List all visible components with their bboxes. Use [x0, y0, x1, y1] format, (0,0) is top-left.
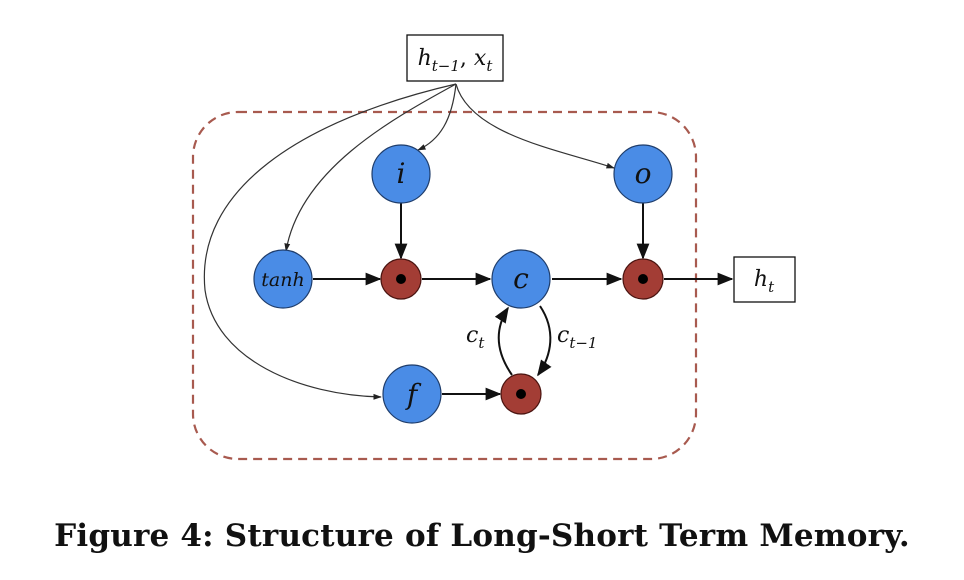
svg-text:ht−1, xt: ht−1, xt	[418, 46, 494, 75]
product-node-output	[622, 258, 664, 300]
product-node-input	[380, 258, 422, 300]
figure-caption: Figure 4: Structure of Long-Short Term M…	[54, 518, 910, 554]
gate-f: f	[382, 364, 442, 424]
gate-o-label: o	[635, 157, 652, 190]
edge-input-to-o	[455, 83, 615, 169]
gate-i-label: i	[397, 157, 406, 190]
main-edges	[313, 202, 734, 401]
input-x: x	[474, 46, 487, 71]
edge-c-to-mult3	[537, 305, 552, 377]
gate-tanh: tanh	[253, 249, 313, 309]
input-x-sub: t	[486, 57, 493, 75]
input-sep: ,	[460, 46, 474, 71]
edge-input-to-i	[417, 83, 457, 151]
lstm-diagram: ht−1, xt ht i o tanh c f	[191, 34, 796, 461]
edge-input-to-tanh	[284, 83, 457, 252]
edge-label-c-t-minus-1: ct−1	[557, 323, 597, 352]
edge-label-c-t: ct	[466, 323, 485, 352]
edge-mult3-to-c	[494, 306, 513, 376]
input-h-sub: t−1	[432, 57, 460, 75]
output-h-sub: t	[768, 278, 775, 296]
svg-text:ht: ht	[754, 267, 775, 296]
input-box: ht−1, xt	[406, 34, 504, 82]
gate-tanh-label: tanh	[261, 269, 304, 291]
gate-o: o	[613, 144, 673, 204]
cell-state-c-label: c	[513, 262, 529, 295]
input-edges	[203, 83, 615, 400]
output-h: h	[754, 267, 768, 292]
input-h: h	[418, 46, 432, 71]
cell-state-c: c	[491, 249, 551, 309]
edge-input-to-f	[203, 83, 457, 400]
product-node-forget	[500, 373, 542, 415]
gate-i: i	[371, 144, 431, 204]
output-box: ht	[733, 256, 796, 303]
